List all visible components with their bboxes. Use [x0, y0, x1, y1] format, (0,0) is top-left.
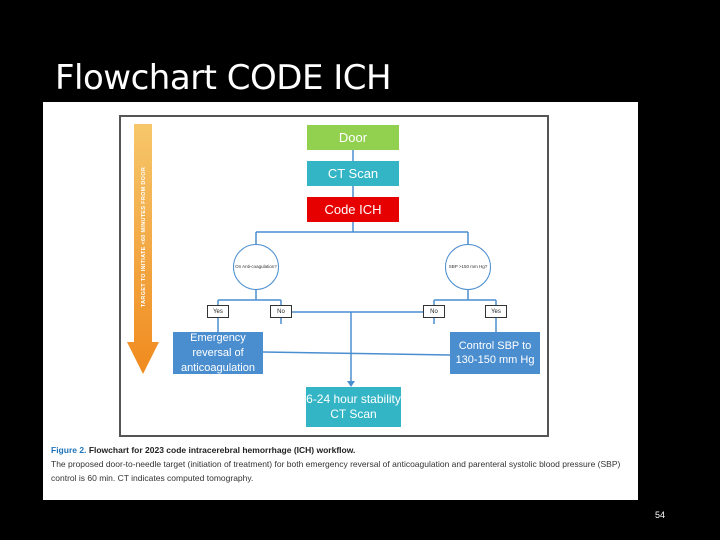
- flowchart-frame: [119, 115, 549, 437]
- figure-panel: TARGET TO INITIATE <60 MINUTES FROM DOOR…: [43, 102, 638, 500]
- timeline-arrow-text: TARGET TO INITIATE <60 MINUTES FROM DOOR: [141, 167, 147, 308]
- left-yes-label: Yes: [207, 305, 229, 318]
- right-yes-label: Yes: [485, 305, 507, 318]
- ct-scan-box: CT Scan: [307, 161, 399, 186]
- slide-title: Flowchart CODE ICH: [55, 58, 392, 98]
- timeline-arrow: [127, 124, 159, 374]
- anticoagulation-decision: On Anti-coagulation?: [233, 244, 279, 290]
- figure-caption: Figure 2. Flowchart for 2023 code intrac…: [51, 443, 631, 485]
- code-ich-box: Code ICH: [307, 197, 399, 222]
- control-sbp-box: Control SBP to 130-150 mm Hg: [450, 332, 540, 374]
- page-number: 54: [655, 510, 666, 520]
- sbp-decision: SBP >150 mm Hg?: [445, 244, 491, 290]
- flowchart-connectors: [127, 124, 497, 387]
- door-box: Door: [307, 125, 399, 150]
- timeline-arrow-label-area: TARGET TO INITIATE <60 MINUTES FROM DOOR: [127, 124, 161, 376]
- caption-text: The proposed door-to-needle target (init…: [51, 459, 621, 483]
- right-no-label: No: [423, 305, 445, 318]
- emergency-reversal-box: Emergency reversal of anticoagulation: [173, 332, 263, 374]
- stability-ct-box: 6-24 hour stability CT Scan: [306, 387, 401, 427]
- left-no-label: No: [270, 305, 292, 318]
- figure-title: Flowchart for 2023 code intracerebral he…: [88, 445, 356, 455]
- figure-label: Figure 2.: [51, 445, 87, 455]
